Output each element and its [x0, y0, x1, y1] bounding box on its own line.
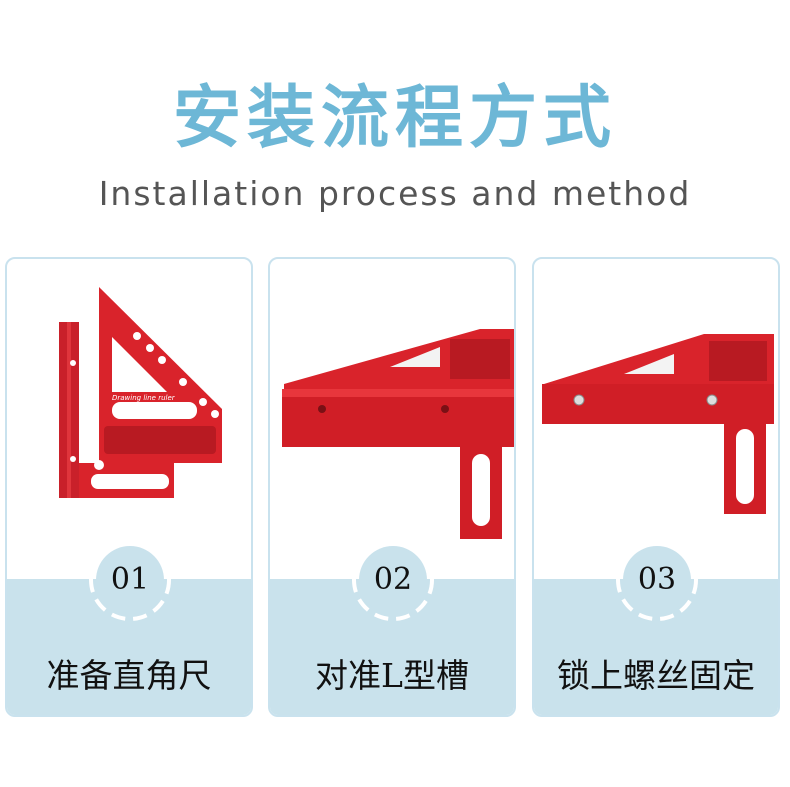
dashed-circle-icon: [89, 539, 171, 621]
step-label: 对准L型槽: [315, 656, 469, 695]
dashed-circle-icon: [352, 539, 434, 621]
step-label: 准备直角尺: [46, 656, 212, 695]
step-card-1: Drawing line ruler 01 准备直角尺: [5, 257, 253, 717]
step-number: 03: [637, 562, 677, 597]
step-label: 锁上螺丝固定: [557, 656, 755, 695]
ruler-screwed-image: [542, 334, 774, 514]
square-ruler-image: Drawing line ruler: [59, 287, 222, 498]
ruler-text: Drawing line ruler: [112, 394, 176, 402]
page-title: 安装流程方式: [172, 79, 617, 158]
ruler-aligned-image: [282, 329, 514, 539]
step-card-2: 02 对准L型槽: [268, 257, 516, 717]
step-number: 01: [110, 562, 150, 597]
dashed-circle-icon: [616, 539, 698, 621]
step-number: 02: [373, 562, 413, 597]
step-card-3: 03 锁上螺丝固定: [532, 257, 780, 717]
page-subtitle: Installation process and method: [98, 174, 692, 213]
step-number-badge: 02: [351, 538, 435, 622]
step-number-badge: 03: [615, 538, 699, 622]
step-number-badge: 01: [88, 538, 172, 622]
